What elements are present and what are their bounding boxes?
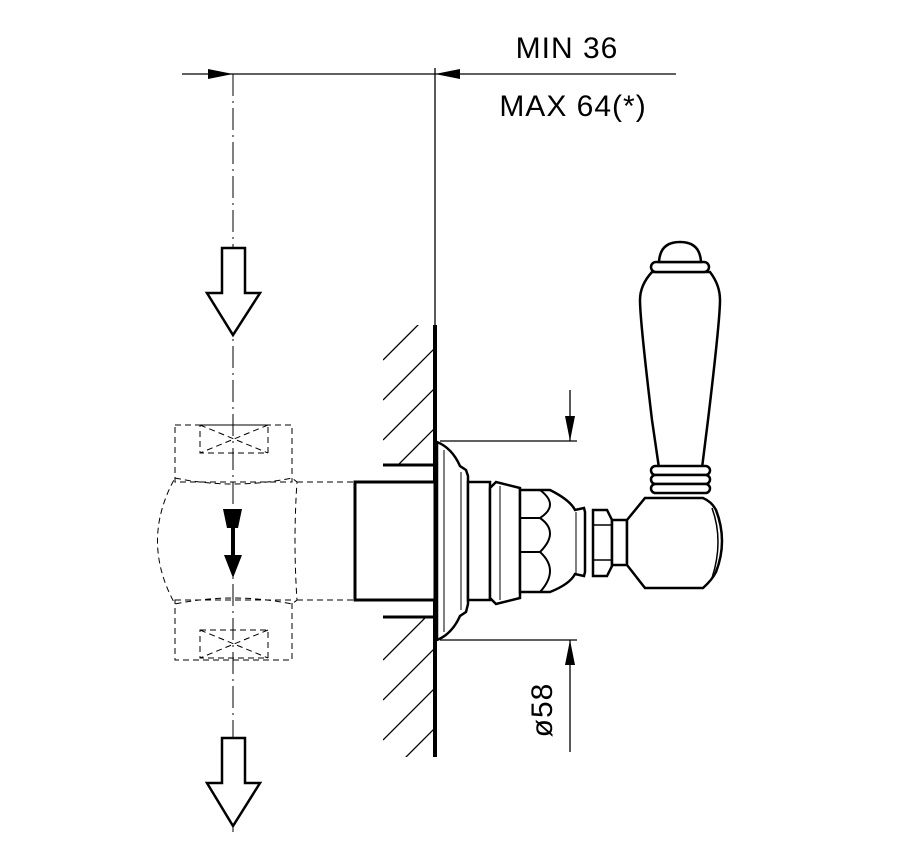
flow-direction-icon	[223, 509, 242, 578]
arrowhead-icon	[565, 416, 575, 441]
valve-sleeve	[353, 480, 437, 602]
mixer-trim	[435, 440, 724, 642]
max-depth-label: MAX 64(*)	[499, 90, 646, 123]
arrowhead-icon	[565, 640, 575, 665]
flow-in-arrow-icon	[204, 246, 263, 338]
lever-handle	[638, 240, 722, 495]
diameter-label: ø58	[526, 683, 559, 738]
diameter-dimension	[440, 390, 577, 752]
depth-dimension	[182, 68, 676, 325]
arrowhead-icon	[208, 69, 233, 79]
arrowhead-icon	[435, 69, 460, 79]
min-depth-label: MIN 36	[516, 32, 619, 65]
concealed-valve-body	[157, 424, 355, 661]
flow-out-arrow-icon	[204, 736, 263, 829]
